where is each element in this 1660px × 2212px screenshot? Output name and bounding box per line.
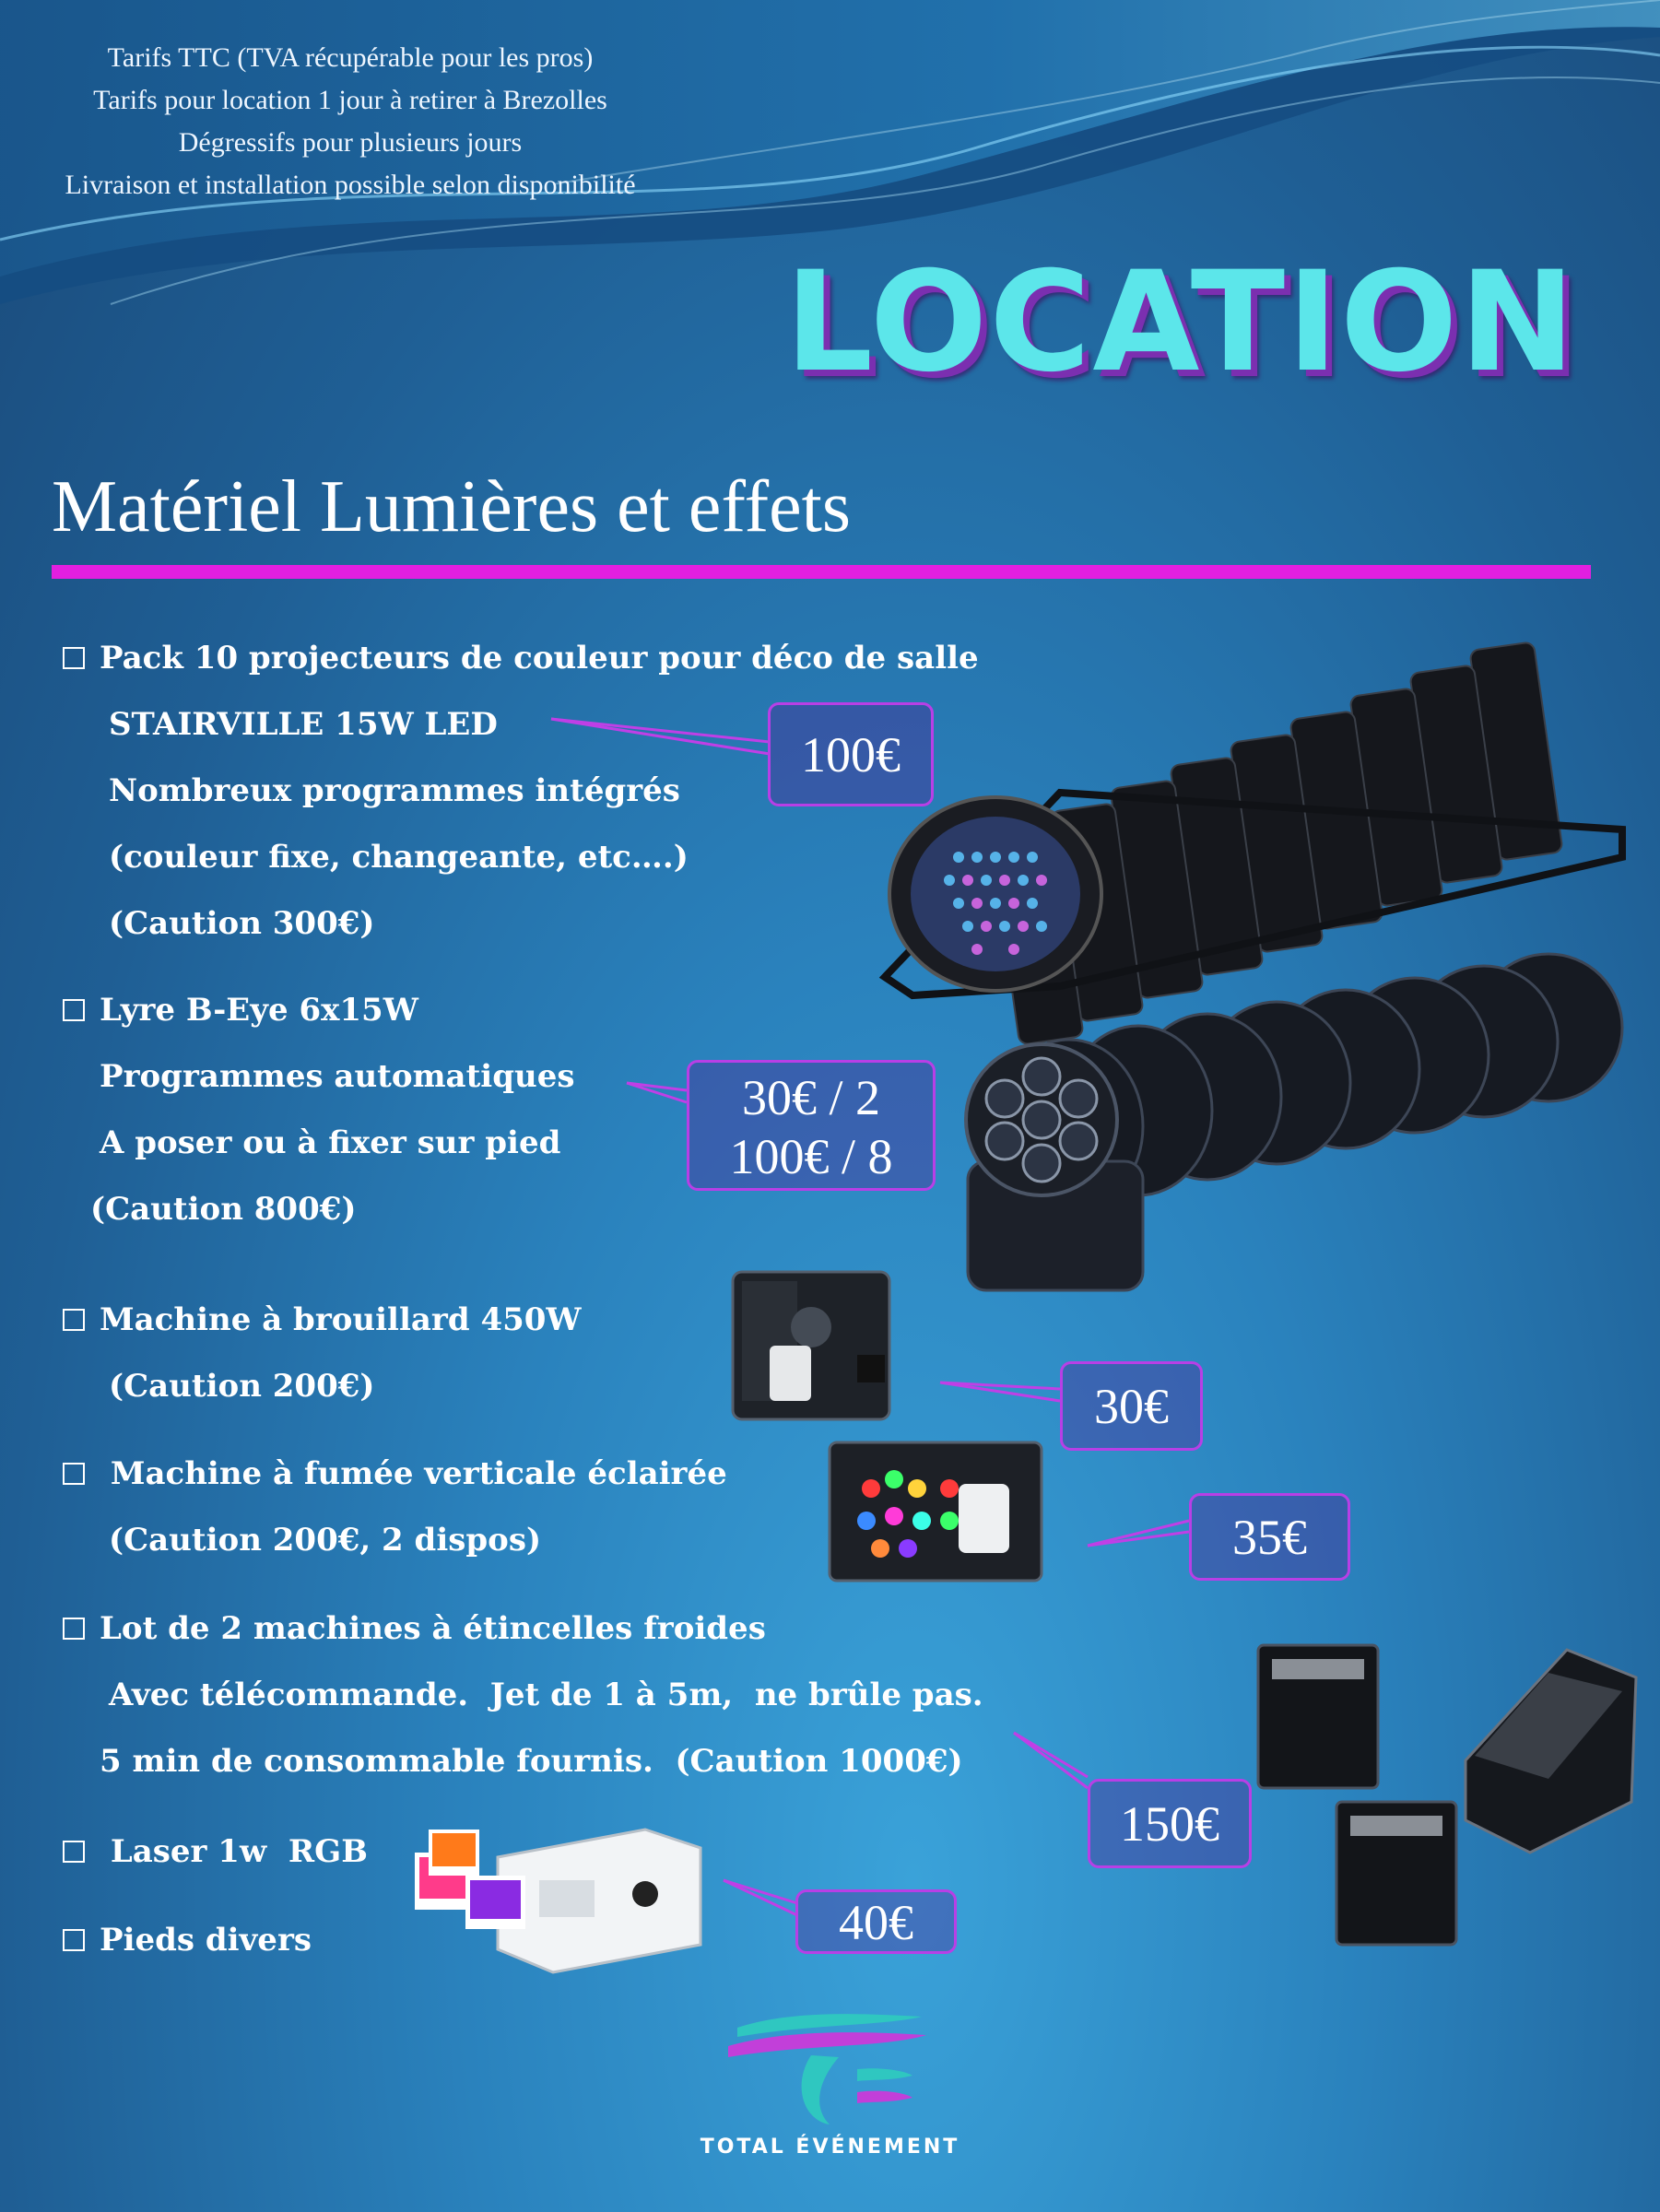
item-smoke-machine: Machine à fumée verticale éclairée (Caut… (63, 1441, 727, 1573)
item-line: 5 min de consommable fournis. (Caution 1… (100, 1743, 963, 1780)
checkbox-icon (63, 1463, 85, 1485)
total-evenement-logo (728, 2014, 926, 2124)
item-line: (couleur fixe, changeante, etc….) (109, 839, 689, 876)
price-badge: 30€ / 2 100€ / 8 (687, 1060, 936, 1191)
smoke-machine-image (828, 1441, 1043, 1583)
item-led-pack: Pack 10 projecteurs de couleur pour déco… (63, 625, 979, 957)
info-lines: Tarifs TTC (TVA récupérable pour les pro… (0, 37, 700, 206)
checkbox-icon (63, 999, 85, 1021)
page-title: LOCATION (784, 242, 1577, 403)
led-projectors-image (878, 641, 1626, 1045)
price-value: 30€ / 2 (741, 1070, 880, 1125)
item-laser: Laser 1w RGB (63, 1818, 368, 1885)
item-title: Machine à fumée verticale éclairée (100, 1455, 727, 1492)
item-title: Machine à brouillard 450W (100, 1301, 582, 1338)
price-badge: 35€ (1189, 1493, 1350, 1581)
brand-name: TOTAL ÉVÉNEMENT (700, 2136, 960, 2159)
item-line: (Caution 200€, 2 dispos) (109, 1522, 542, 1559)
checkbox-icon (63, 1841, 85, 1863)
item-lyre-beye: Lyre B-Eye 6x15W Programmes automatiques… (63, 977, 574, 1242)
item-title: Lyre B-Eye 6x15W (100, 992, 418, 1029)
info-line: Livraison et installation possible selon… (65, 170, 636, 200)
header-waves (0, 0, 1660, 305)
checkbox-icon (63, 1929, 85, 1951)
item-line: Nombreux programmes intégrés (109, 772, 680, 809)
fog-machine-image (731, 1270, 891, 1421)
price-badge: 30€ (1060, 1361, 1203, 1451)
item-line: (Caution 800€) (90, 1191, 357, 1228)
price-value: 40€ (839, 1895, 913, 1950)
item-title: Lot de 2 machines à étincelles froides (100, 1610, 766, 1647)
item-title: Pieds divers (100, 1922, 312, 1959)
price-badge: 100€ (768, 702, 934, 806)
price-value: 100€ (801, 727, 901, 782)
info-line: Tarifs TTC (TVA récupérable pour les pro… (107, 42, 594, 73)
price-badge: 40€ (795, 1889, 957, 1954)
info-line: Tarifs pour location 1 jour à retirer à … (93, 85, 607, 115)
item-line: A poser ou à fixer sur pied (100, 1124, 561, 1161)
price-value: 150€ (1120, 1796, 1219, 1852)
moving-heads-image (964, 952, 1624, 1292)
price-value: 35€ (1232, 1510, 1307, 1565)
item-line: Avec télécommande. Jet de 1 à 5m, ne brû… (109, 1677, 983, 1713)
item-line: STAIRVILLE 15W LED (109, 706, 498, 743)
price-value: 30€ (1094, 1379, 1169, 1434)
item-fog-machine: Machine à brouillard 450W (Caution 200€) (63, 1287, 582, 1419)
checkbox-icon (63, 1618, 85, 1640)
spark-machines-image (1256, 1643, 1638, 1947)
item-stands: Pieds divers (63, 1907, 312, 1973)
item-spark-machines: Lot de 2 machines à étincelles froides A… (63, 1595, 983, 1794)
checkbox-icon (63, 647, 85, 669)
price-connectors (550, 717, 1190, 1917)
item-title: Laser 1w RGB (100, 1833, 368, 1870)
price-badge: 150€ (1088, 1779, 1252, 1868)
item-title: Pack 10 projecteurs de couleur pour déco… (100, 640, 979, 677)
checkbox-icon (63, 1309, 85, 1331)
item-line: (Caution 300€) (109, 905, 375, 942)
section-subtitle: Matériel Lumières et effets (52, 466, 852, 547)
price-value: 100€ / 8 (729, 1129, 893, 1184)
section-divider (52, 565, 1591, 579)
item-line: Programmes automatiques (100, 1058, 575, 1095)
item-line: (Caution 200€) (109, 1368, 375, 1405)
info-line: Dégressifs pour plusieurs jours (178, 127, 523, 158)
laser-image (415, 1828, 702, 1974)
